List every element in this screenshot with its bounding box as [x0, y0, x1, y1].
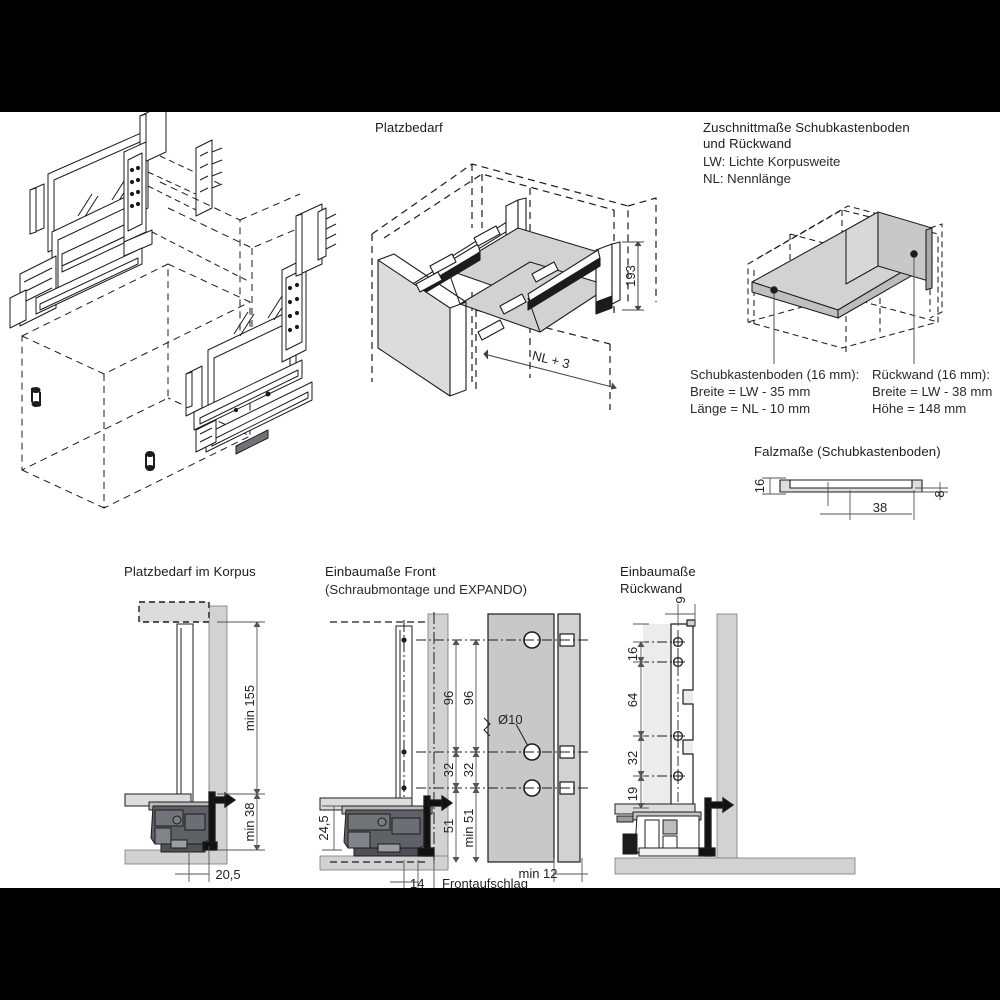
dim-32-outer: 32	[461, 763, 476, 777]
zuschnitt-title-line1: Zuschnittmaße Schubkastenboden	[703, 120, 910, 135]
zuschnitt-legend-nl: NL: Nennlänge	[703, 171, 791, 186]
dim-51-inner: 51	[441, 819, 456, 833]
schubkastenboden-heading: Schubkastenboden (16 mm):	[690, 367, 860, 382]
dim-24-5: 24,5	[316, 815, 331, 840]
dim-19: 19	[625, 787, 640, 801]
dim-min-51: min 51	[461, 808, 476, 847]
dim-8: 8	[932, 490, 947, 497]
label-frontaufschlag: Frontaufschlag	[442, 876, 528, 888]
einbaumasse-front-drawing: 96 32 51 96 32 min 51 Ø10	[316, 612, 588, 888]
einbaumasse-front-title: Einbaumaße Front	[325, 564, 436, 579]
platzbedarf-korpus-title: Platzbedarf im Korpus	[124, 564, 256, 579]
rueckwand-breite: Breite = LW - 38 mm	[872, 384, 993, 399]
dim-min-155: min 155	[242, 685, 257, 731]
dim-64: 64	[625, 693, 640, 707]
platzbedarf-korpus-drawing: min 155 min 38 20,5	[124, 601, 265, 882]
falzmasse-title: Falzmaße (Schubkastenboden)	[754, 444, 941, 459]
zuschnitt-legend-lw: LW: Lichte Korpusweite	[703, 154, 841, 169]
dim-min-38: min 38	[242, 802, 257, 841]
einbaumasse-rueckwand-title-1: Einbaumaße	[620, 564, 696, 579]
exploded-assembly-drawing	[9, 112, 337, 509]
dim-16: 16	[752, 479, 767, 493]
dim-32-rueckwand: 32	[625, 751, 640, 765]
platzbedarf-title: Platzbedarf	[375, 120, 443, 135]
dim-20-5: 20,5	[215, 867, 240, 882]
schubkastenboden-laenge: Länge = NL - 10 mm	[690, 401, 811, 416]
dim-32-inner: 32	[441, 763, 456, 777]
einbaumasse-front-subtitle: (Schraubmontage und EXPANDO)	[325, 582, 528, 597]
dim-9: 9	[673, 596, 688, 603]
dim-193: 193	[623, 265, 638, 287]
dim-38: 38	[873, 500, 887, 515]
dim-hole-diameter: Ø10	[498, 712, 523, 727]
zuschnitt-title-line2: und Rückwand	[703, 136, 792, 151]
schubkastenboden-breite: Breite = LW - 35 mm	[690, 384, 811, 399]
rueckwand-hoehe: Höhe = 148 mm	[872, 401, 967, 416]
falzmasse-drawing: 16 38 8	[752, 477, 948, 520]
platzbedarf-drawing: 193 NL + 3	[371, 163, 657, 410]
zuschnitt-drawing	[747, 205, 943, 364]
dim-96-inner: 96	[441, 691, 456, 705]
einbaumasse-rueckwand-title-2: Rückwand	[620, 581, 683, 596]
technical-drawing-sheet: Platzbedarf	[0, 112, 1000, 888]
einbaumasse-rueckwand-drawing: 9 16 64 32 19	[614, 596, 856, 875]
dim-96-outer: 96	[461, 691, 476, 705]
dim-min-12: min 12	[518, 866, 557, 881]
dim-14: 14	[410, 876, 424, 888]
rueckwand-heading: Rückwand (16 mm):	[872, 367, 990, 382]
dim-16-rueckwand: 16	[625, 647, 640, 661]
